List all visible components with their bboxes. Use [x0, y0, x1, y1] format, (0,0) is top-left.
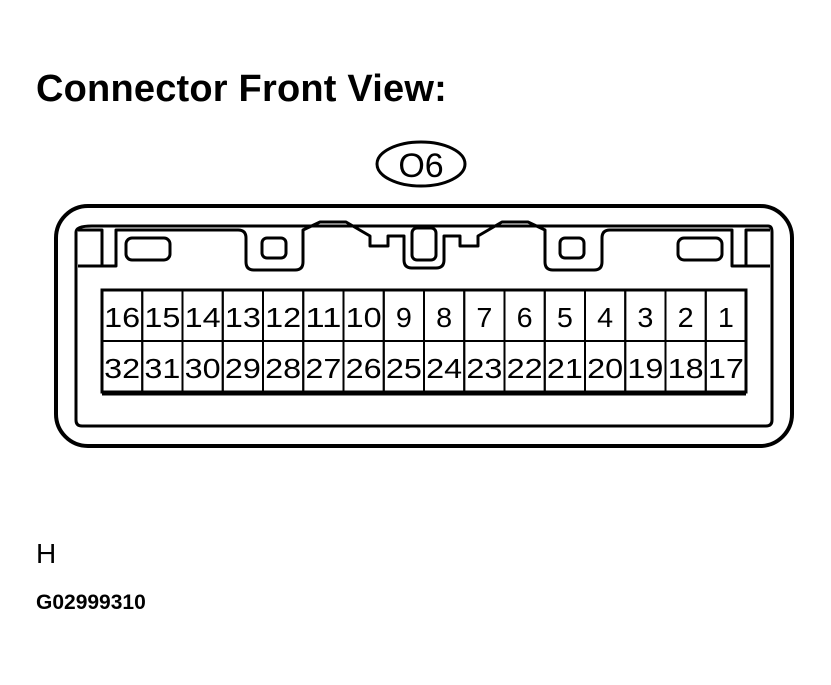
- pin-label-10: 10: [346, 302, 382, 333]
- pin-label-5: 5: [557, 302, 573, 333]
- pin-label-26: 26: [346, 353, 382, 384]
- pin-label-23: 23: [466, 353, 502, 384]
- pin-label-32: 32: [104, 353, 140, 384]
- connector-code: O6: [398, 147, 443, 185]
- pin-label-21: 21: [547, 353, 583, 384]
- pin-label-4: 4: [597, 302, 613, 333]
- pin-label-6: 6: [517, 302, 533, 333]
- pin-label-3: 3: [637, 302, 653, 333]
- pin-label-11: 11: [305, 302, 341, 333]
- side-letter: H: [36, 538, 57, 569]
- pin-label-22: 22: [507, 353, 543, 384]
- pin-label-12: 12: [265, 302, 301, 333]
- pin-label-8: 8: [436, 302, 452, 333]
- pin-label-24: 24: [426, 353, 462, 384]
- latch-window-right: [676, 236, 724, 262]
- connector-key-profile: [78, 220, 770, 272]
- small-window-left: [260, 236, 288, 260]
- pin-label-29: 29: [225, 353, 261, 384]
- connector-housing: [54, 204, 794, 448]
- pin-label-7: 7: [476, 302, 492, 333]
- pin-cell-17: [704, 340, 747, 393]
- pin-label-1: 1: [718, 302, 734, 333]
- pin-label-9: 9: [396, 302, 412, 333]
- pin-label-30: 30: [185, 353, 221, 384]
- center-key: [410, 226, 438, 262]
- connector-code-tag: O6: [375, 140, 467, 188]
- pin-label-13: 13: [225, 302, 261, 333]
- pin-label-28: 28: [265, 353, 301, 384]
- pin-label-18: 18: [668, 353, 704, 384]
- page-title: Connector Front View:: [36, 68, 447, 110]
- pin-label-25: 25: [386, 353, 422, 384]
- pin-label-16: 16: [104, 302, 140, 333]
- pin-label-27: 27: [305, 353, 341, 384]
- connector-face: [74, 224, 774, 428]
- small-window-right: [558, 236, 586, 260]
- pin-label-14: 14: [185, 302, 221, 333]
- pin-label-2: 2: [678, 302, 694, 333]
- pin-label-20: 20: [587, 353, 623, 384]
- latch-window-left: [124, 236, 172, 262]
- pin-label-19: 19: [627, 353, 663, 384]
- pin-label-31: 31: [144, 353, 180, 384]
- pin-label-15: 15: [144, 302, 180, 333]
- figure-code: G02999310: [36, 591, 146, 614]
- pin-label-17: 17: [708, 353, 744, 384]
